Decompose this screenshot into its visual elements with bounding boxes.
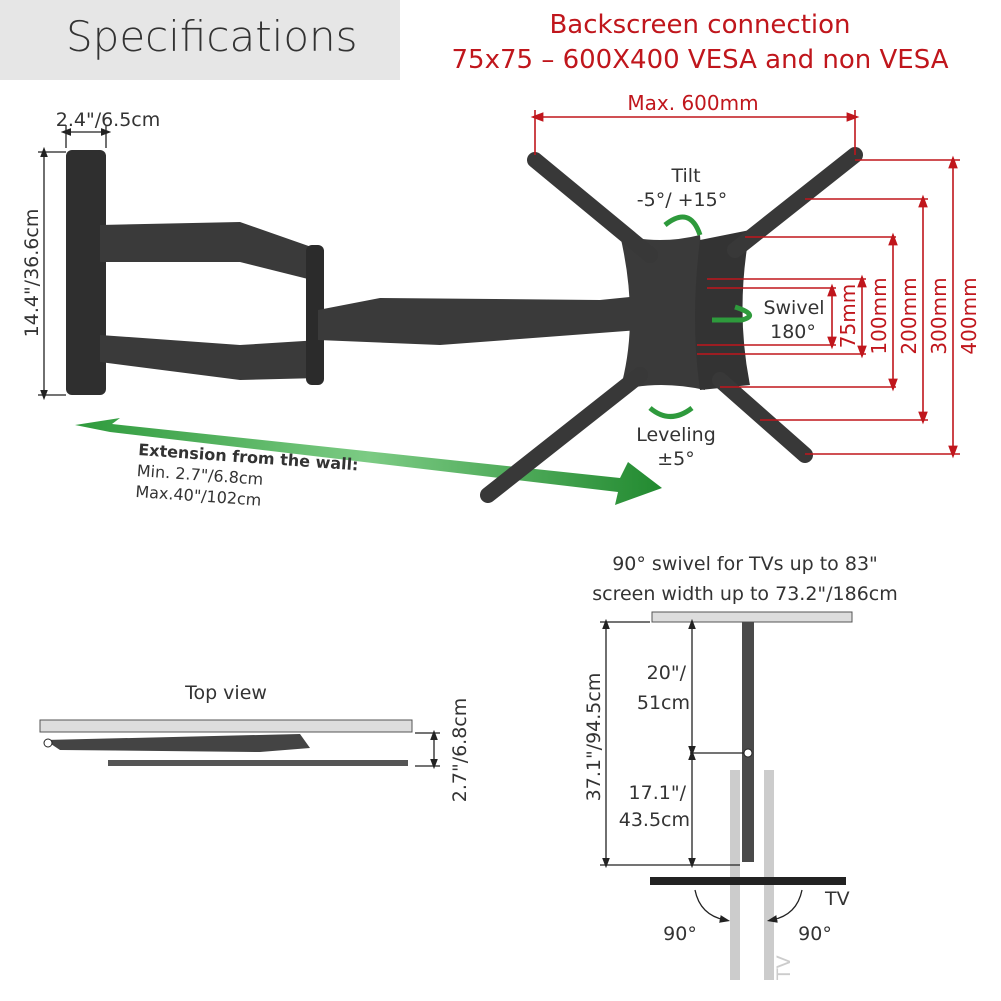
vesa-100: 100mm (867, 277, 891, 354)
vesa-200: 200mm (897, 277, 921, 354)
swivel-view-line2: screen width up to 73.2"/186cm (592, 583, 898, 605)
swivel-arrow-icon (712, 304, 752, 323)
vesa-400: 400mm (957, 277, 981, 354)
left-swivel-arc (694, 889, 731, 923)
upper-cm: 51cm (637, 692, 690, 714)
angle-left: 90° (663, 923, 697, 945)
top-view-title: Top view (184, 682, 267, 704)
swivel-total-height: 37.1"/94.5cm (583, 673, 605, 802)
height-label: 14.4"/36.6cm (21, 209, 43, 338)
leveling-arrow-icon (648, 405, 694, 419)
lower-in: 17.1"/ (629, 782, 687, 804)
backscreen-title: Backscreen connection (549, 10, 850, 40)
leveling-label: Leveling (636, 424, 716, 446)
vesa-dimension-lines (697, 155, 960, 459)
vesa-300: 300mm (927, 277, 951, 354)
extension-arrow (75, 418, 662, 505)
upper-in: 20"/ (647, 662, 687, 684)
vesa-75: 75mm (836, 284, 860, 348)
lower-cm: 43.5cm (619, 809, 690, 831)
swivel-value: 180° (770, 321, 816, 343)
tilt-label: Tilt (670, 165, 700, 187)
swivel-label: Swivel (763, 297, 824, 319)
wall-mount-illustration (66, 147, 863, 503)
title-banner: Specifications (0, 0, 400, 80)
tilt-arrow-icon (663, 214, 703, 236)
swivel-view-line1: 90° swivel for TVs up to 83" (612, 553, 878, 575)
max-width-label: Max. 600mm (627, 91, 758, 115)
swivel-view-illustration (650, 611, 853, 980)
angle-right: 90° (798, 923, 832, 945)
top-view-illustration (39, 719, 413, 766)
right-swivel-arc (766, 889, 803, 923)
width-label: 2.4"/6.5cm (56, 109, 161, 131)
leveling-value: ±5° (657, 448, 695, 470)
page-title: Specifications (66, 12, 358, 61)
tv-label: TV (824, 888, 850, 910)
backscreen-vesa: 75x75 – 600X400 VESA and non VESA (452, 45, 949, 75)
tilt-value: -5°/ +15° (637, 189, 727, 211)
top-view-depth: 2.7"/6.8cm (449, 698, 471, 803)
tv-label-rotated: TV (773, 955, 795, 981)
